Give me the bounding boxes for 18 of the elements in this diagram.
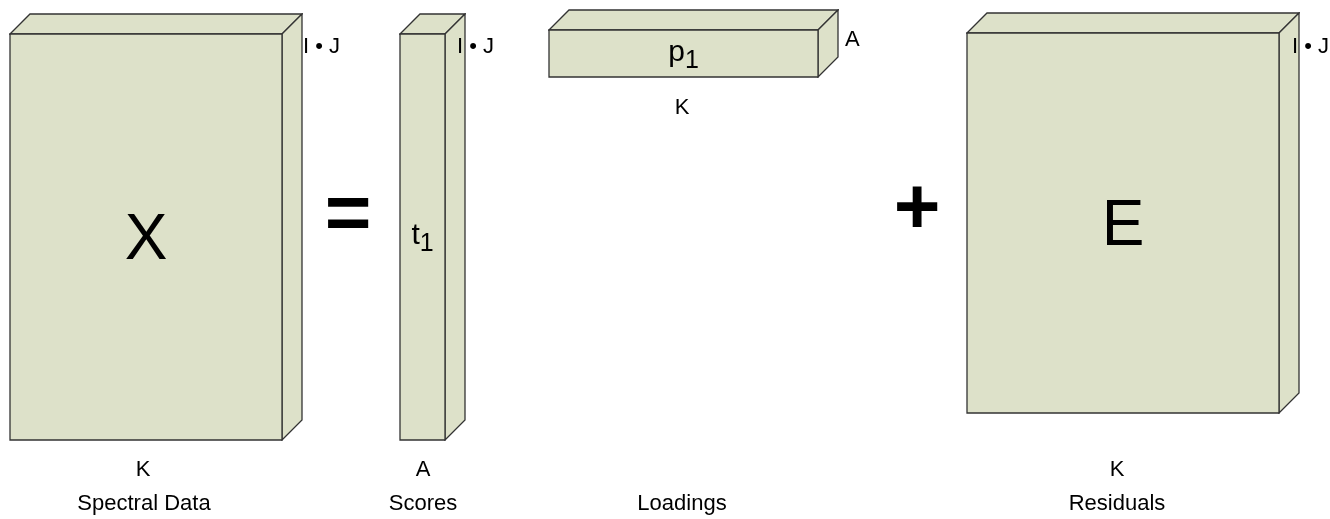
- dimension-label: A: [415, 458, 431, 480]
- dimension-label: I • J: [303, 35, 341, 57]
- dimension-label: K: [674, 96, 690, 118]
- matrix-symbol: p$_{1}$: [668, 35, 699, 72]
- matrix-caption: Spectral Data: [77, 492, 211, 514]
- matrix-symbol: X: [124, 205, 168, 269]
- matrix-symbol: t$_{1}$: [411, 219, 434, 255]
- dimension-label: I • J: [1292, 35, 1330, 57]
- dimension-label: K: [135, 458, 151, 480]
- operator-sign: +: [893, 166, 941, 246]
- matrix-caption: Residuals: [1068, 492, 1166, 514]
- dimension-label: I • J: [457, 35, 495, 57]
- matrix-symbol: E: [1101, 191, 1145, 255]
- dimension-label: K: [1109, 458, 1125, 480]
- matrix-caption: Loadings: [637, 492, 727, 514]
- matrix-caption: Scores: [388, 492, 458, 514]
- dimension-label: A: [845, 28, 860, 50]
- operator-sign: =: [324, 172, 372, 252]
